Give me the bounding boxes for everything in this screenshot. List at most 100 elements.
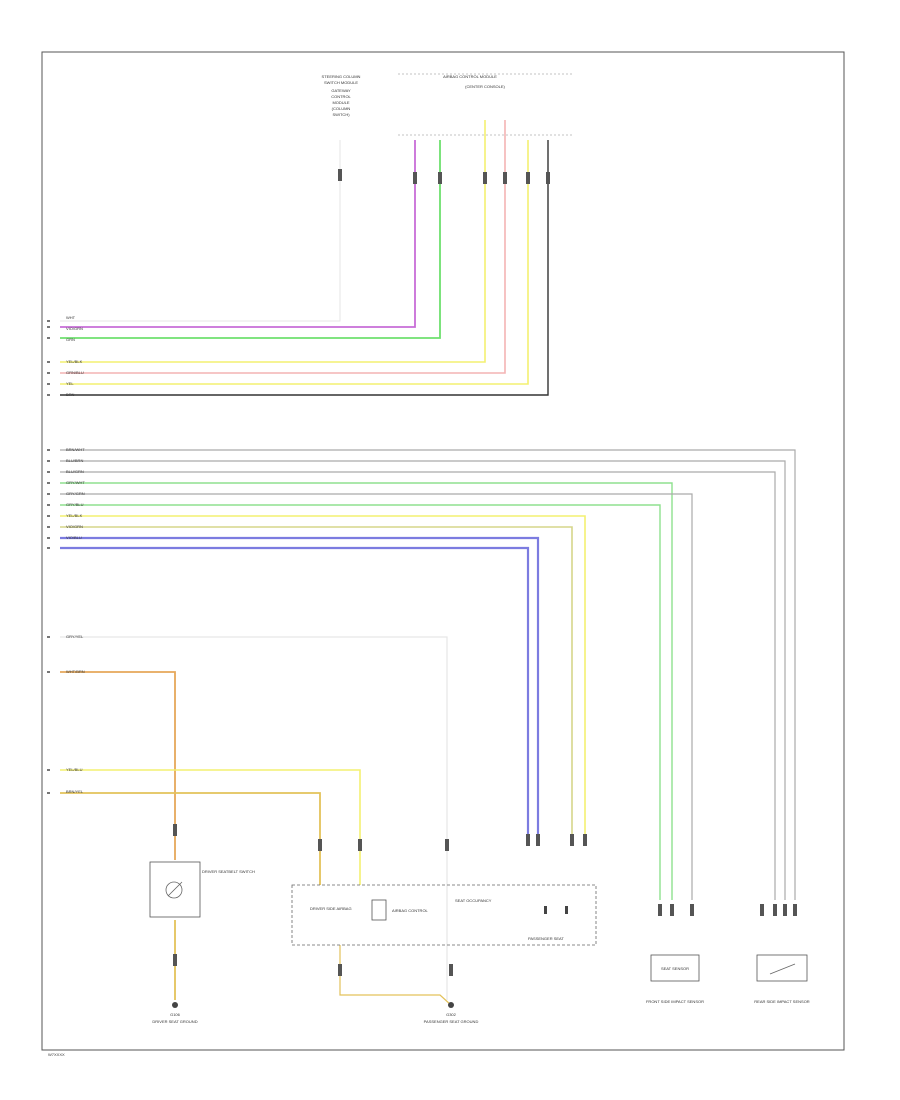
front-sensor-label: FRONT SIDE IMPACT SENSOR [646, 999, 704, 1004]
low-connector-6 [338, 964, 342, 976]
wire-label-g1-2: VIO/GRN [66, 326, 83, 331]
top-right-module-title: AIRBAG CONTROL MODULE [443, 74, 497, 79]
center-mid-label: AIRBAG CONTROL [392, 908, 429, 913]
mid-connector-4 [760, 904, 764, 916]
wire-yel-blk-2 [60, 515, 586, 840]
mid-connector-8 [526, 834, 530, 846]
pin-g1-6 [47, 383, 50, 385]
pin-g2-9 [47, 537, 50, 539]
wire-label-g2-1: BRN/WHT [66, 447, 85, 452]
wire-yel-blk [60, 120, 486, 363]
wire-label-g1-5: GRN/BLU [66, 370, 84, 375]
mid-connector-2 [670, 904, 674, 916]
center-connector-mark-2 [565, 906, 568, 914]
ground-left-caption: DRIVER SEAT GROUND [152, 1019, 197, 1024]
top-connector-4 [483, 172, 487, 184]
pin-g2-6 [47, 504, 50, 506]
pin-numbers [47, 320, 50, 794]
wire-seat-ground [339, 945, 452, 1006]
top-connector-3 [438, 172, 442, 184]
wire-vio-blu [60, 536, 540, 840]
top-left-module-title: STEERING COLUMN [322, 74, 361, 79]
wire-brn-wht [60, 449, 796, 900]
wire-grn-blu [60, 120, 506, 374]
pin-g1-1 [47, 320, 50, 322]
rear-sensor-box [756, 954, 808, 982]
front-sensor-inner-label: SEAT SENSOR [661, 966, 689, 971]
low-connector-7 [449, 964, 453, 976]
wire-label-g1-4: YEL/BLK [66, 359, 83, 364]
wire-gry-wht [60, 482, 673, 900]
low-connector-3 [318, 839, 322, 851]
ground-center-id: G302 [446, 1012, 457, 1017]
ground-center-icon [448, 1002, 454, 1008]
low-connector-5 [445, 839, 449, 851]
top-left-module-line-5: SWITCH) [332, 112, 350, 117]
center-module-outline [291, 884, 597, 946]
ground-center-caption: PASSENGER SEAT GROUND [424, 1019, 479, 1024]
switch-symbol-icon [165, 881, 183, 899]
wire-blu-grn [60, 471, 776, 900]
wire-blu-brn [60, 460, 786, 900]
low-connector-1 [173, 824, 177, 836]
pin-g1-3 [47, 337, 50, 339]
wire-vio-grn [60, 140, 416, 328]
top-left-module-line-1: GATEWAY [331, 88, 351, 93]
rear-sensor-label: REAR SIDE IMPACT SENSOR [754, 999, 810, 1004]
pin-g1-2 [47, 326, 50, 328]
wire-wht-top [60, 140, 341, 322]
wire-label-g2-4: GRY/WHT [66, 480, 85, 485]
pin-g3-3 [47, 769, 50, 771]
pin-g1-5 [47, 372, 50, 374]
pin-g2-7 [47, 515, 50, 517]
wire-gry-yel [60, 636, 448, 1000]
wire-label-g1-7: BRN [66, 392, 75, 397]
ground-center: G302 PASSENGER SEAT GROUND [424, 1002, 479, 1024]
driver-seatbelt-switch: DRIVER SEATBELT SWITCH [149, 861, 255, 918]
front-sensor-box [650, 954, 700, 982]
wire-gry-blu [60, 504, 661, 900]
wire-label-g2-8: VIO/GRN [66, 524, 83, 529]
mid-connector-10 [570, 834, 574, 846]
pin-g3-4 [47, 792, 50, 794]
top-right-module-sub: (CENTER CONSOLE) [465, 84, 505, 89]
center-right-label: SEAT OCCUPANCY [455, 898, 492, 903]
top-connector-1 [338, 169, 342, 181]
mid-connector-5 [773, 904, 777, 916]
center-left-label: DRIVER SIDE AIRBAG [310, 906, 352, 911]
wire-yel [60, 140, 529, 385]
top-left-module-title-2: SWITCH MODULE [324, 80, 358, 85]
diagram-frame [41, 51, 845, 1051]
mid-connector-1 [658, 904, 662, 916]
top-connector-2 [413, 172, 417, 184]
wire-vio-blu-2 [60, 546, 530, 840]
wire-grn [60, 140, 441, 339]
wire-brn [60, 140, 549, 396]
pin-g2-1 [47, 449, 50, 451]
pin-g2-10 [47, 547, 50, 549]
wire-label-g1-6: YEL [66, 381, 74, 386]
top-left-module-line-4: (COLUMN [332, 106, 351, 111]
low-connector-2 [173, 954, 177, 966]
pin-g3-1 [47, 636, 50, 638]
top-right-module: AIRBAG CONTROL MODULE (CENTER CONSOLE) [398, 73, 572, 136]
top-connector-5 [503, 172, 507, 184]
wire-label-g2-5: GRY/GRN [66, 491, 85, 496]
wire-label-g2-7: YEL/BLK [66, 513, 83, 518]
center-connector-mark-1 [544, 906, 547, 914]
pin-g2-3 [47, 471, 50, 473]
wire-wht-brn [60, 671, 176, 860]
pin-g1-7 [47, 394, 50, 396]
corner-code: W7XXXX [48, 1052, 65, 1057]
mid-connector-6 [783, 904, 787, 916]
airbag-symbol-icon [371, 899, 387, 921]
pin-g3-2 [47, 671, 50, 673]
mid-connector-3 [690, 904, 694, 916]
left-component-label: DRIVER SEATBELT SWITCH [202, 869, 255, 874]
pin-g2-2 [47, 460, 50, 462]
ground-left-icon [172, 1002, 178, 1008]
top-connector-6 [526, 172, 530, 184]
wire-label-g3-3: YEL/BLU [66, 767, 83, 772]
mid-connector-7 [793, 904, 797, 916]
